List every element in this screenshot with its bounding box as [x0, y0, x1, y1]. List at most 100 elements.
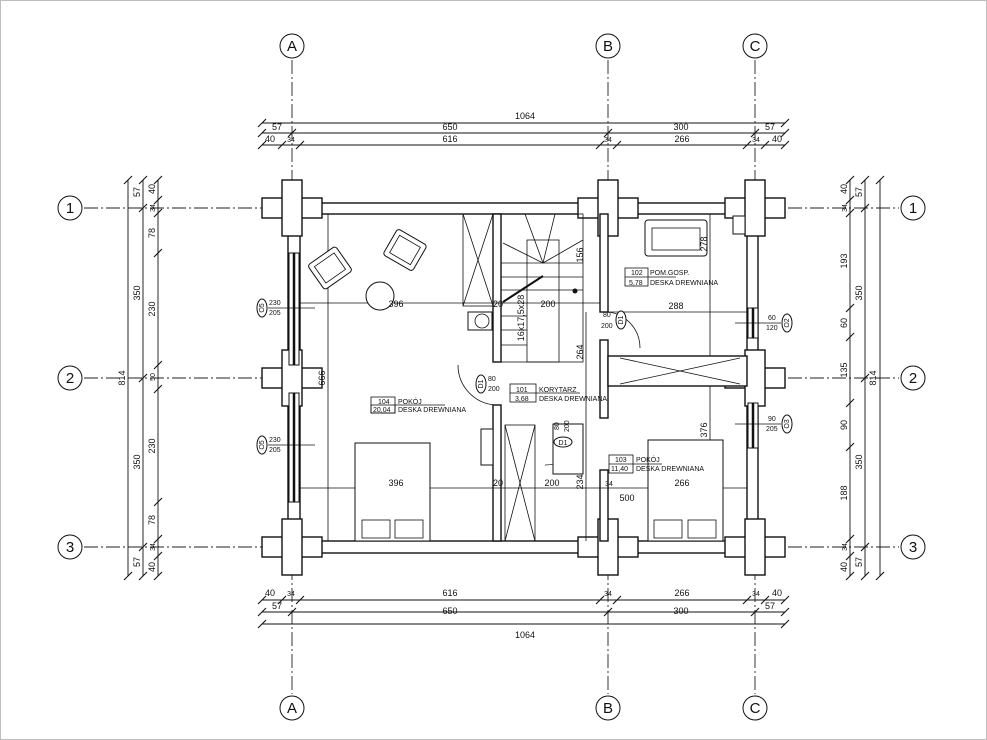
- dimension-tick: [860, 203, 870, 213]
- dim-text: 266: [674, 478, 689, 488]
- dimension-tick: [277, 595, 287, 605]
- tag-height: 205: [269, 310, 281, 317]
- dim-text: 34: [287, 137, 295, 144]
- dim-text: 650: [442, 122, 457, 132]
- dimension-tick: [257, 118, 267, 128]
- tag-width: 80: [554, 422, 561, 430]
- wardrobe-unit: [480, 428, 494, 466]
- tag-width: 80: [488, 376, 496, 383]
- window-tag-o2: O2 60 120: [735, 313, 793, 333]
- dim-text: 40: [839, 184, 849, 194]
- room-name: POKÓJ: [636, 455, 660, 464]
- dim-text: 350: [854, 454, 864, 469]
- staircase: [462, 213, 584, 542]
- dim-text: 40: [147, 562, 157, 572]
- axis-bubble-1-right: [900, 195, 926, 221]
- dimension-tick: [860, 373, 870, 383]
- dimension-tick: [760, 595, 770, 605]
- room-number: 102: [631, 270, 643, 277]
- tag-width: 230: [269, 300, 281, 307]
- dim-text: 814: [117, 370, 127, 385]
- tag-text: D1: [618, 315, 625, 324]
- dim-text: 90: [839, 420, 849, 430]
- dim-text: 500: [619, 493, 634, 503]
- dim-text: 57: [765, 122, 775, 132]
- dimension-tick: [845, 551, 855, 561]
- partition-wall: [599, 339, 609, 419]
- log-end: [281, 179, 303, 237]
- axis-bubble-a-top: [279, 33, 305, 59]
- tag-text: O5: [259, 440, 266, 449]
- dimension-tick: [780, 128, 790, 138]
- axis-bubble-2-left: [57, 365, 83, 391]
- axis-label: 1: [66, 200, 74, 217]
- dimension-tick: [845, 534, 855, 544]
- dimension-tick: [595, 595, 605, 605]
- dimension-tick: [603, 128, 613, 138]
- dimension-tick: [153, 175, 163, 185]
- axis-label: B: [603, 38, 613, 55]
- dimension-tick: [287, 128, 297, 138]
- dimension-tick: [845, 303, 855, 313]
- axis-bubble-3-right: [900, 534, 926, 560]
- dimension-tick: [138, 175, 148, 185]
- dim-text: 34: [752, 137, 760, 144]
- dim-text: 34: [287, 591, 295, 598]
- axis-label: 2: [66, 370, 74, 387]
- dim-text: 60: [839, 318, 849, 328]
- axis-label: 2: [909, 370, 917, 387]
- axis-bubbles: A B C A B C 1 2 3 1 2 3: [57, 33, 926, 721]
- dimension-tick: [257, 140, 267, 150]
- dim-text: 650: [442, 606, 457, 616]
- dim-text: 34: [752, 591, 760, 598]
- bed: [354, 442, 431, 542]
- tag-width: 230: [269, 437, 281, 444]
- dimension-tick: [860, 542, 870, 552]
- partition-wall: [599, 469, 609, 542]
- dim-text: 57: [272, 122, 282, 132]
- washing-machine: [467, 311, 493, 331]
- armchair: [383, 229, 427, 271]
- dimension-tick: [845, 195, 855, 205]
- chimney-cross: [619, 357, 741, 385]
- tag-width: 60: [768, 315, 776, 322]
- room-labels: 104 POKÓJ 20,04 DESKA DREWNIANA 101 KORY…: [370, 267, 718, 474]
- room-label-103: 103 POKÓJ 11,40 DESKA DREWNIANA: [608, 454, 704, 474]
- partition-wall: [492, 213, 502, 363]
- axis-bubble-3-left: [57, 534, 83, 560]
- tag-text: D1: [559, 440, 568, 447]
- partition-wall: [492, 404, 502, 542]
- dimension-tick: [860, 175, 870, 185]
- room-number: 103: [615, 457, 627, 464]
- dim-text: 234: [575, 474, 585, 489]
- dimension-tick: [138, 542, 148, 552]
- dimension-tick: [257, 128, 267, 138]
- dim-text: 57: [132, 557, 142, 567]
- dim-text: 288: [668, 301, 683, 311]
- dim-text: 20: [493, 478, 503, 488]
- dim-text: 50: [150, 373, 157, 381]
- dimension-tick: [138, 203, 148, 213]
- axis-bubble-c-bottom: [742, 695, 768, 721]
- tag-height: 120: [766, 325, 778, 332]
- dim-text: 34: [150, 204, 157, 212]
- sofa: [644, 219, 708, 257]
- dim-text: 350: [854, 285, 864, 300]
- axis-bubble-1-left: [57, 195, 83, 221]
- dim-text: 230: [147, 438, 157, 453]
- dim-text: 264: [575, 344, 585, 359]
- dim-text: 135: [839, 362, 849, 377]
- dimension-tick: [845, 442, 855, 452]
- dim-text: 156: [575, 247, 585, 262]
- dim-text: 616: [442, 588, 457, 598]
- dim-text: 300: [673, 606, 688, 616]
- dimension-tick: [123, 175, 133, 185]
- dimension-tick: [153, 497, 163, 507]
- dimension-tick: [257, 607, 267, 617]
- dim-text: 616: [442, 134, 457, 144]
- dimension-tick: [742, 140, 752, 150]
- dimension-tick: [603, 607, 613, 617]
- dim-text: 396: [388, 299, 403, 309]
- dim-text: 666: [317, 370, 327, 385]
- dimension-tick: [123, 571, 133, 581]
